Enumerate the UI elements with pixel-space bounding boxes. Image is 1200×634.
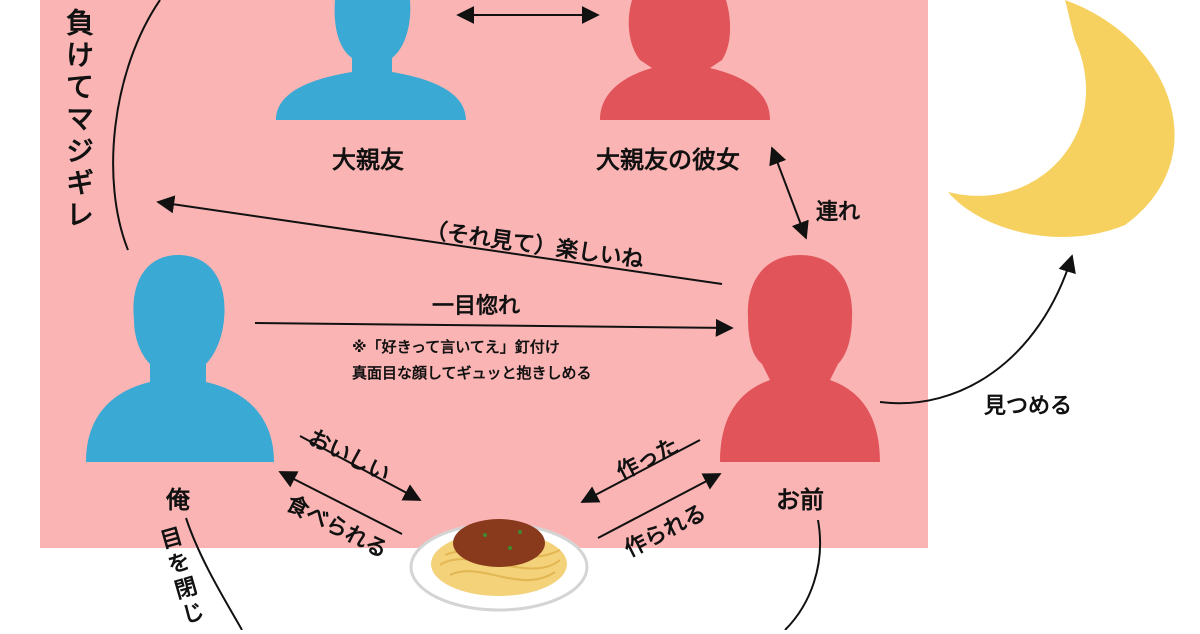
girlfriend-silhouette-icon <box>600 0 770 120</box>
best-friend-label: 大親友 <box>332 146 404 174</box>
arrow-me-pasta <box>299 435 422 501</box>
you-silhouette-icon <box>720 255 880 462</box>
note-line-2: 真面目な顔してギュッと抱きしめる <box>352 364 592 382</box>
me-label: 俺 <box>166 486 190 514</box>
curve-you-bottom <box>784 519 822 631</box>
curve-me-close-eyes <box>185 517 243 631</box>
lose-rage-label: 負けてマジギレ <box>62 8 95 232</box>
curve-you-stare-moon <box>879 254 1076 405</box>
girlfriend-label: 大親友の彼女 <box>596 146 740 174</box>
curve-me-lose-rage <box>112 0 161 251</box>
spaghetti-plate-icon <box>409 519 589 612</box>
me-silhouette-icon <box>86 255 274 462</box>
arrow-girlfriend-you <box>769 146 809 240</box>
note-line-1: ※「好きって言いてえ」釘付け <box>352 338 560 356</box>
you-label: お前 <box>776 486 824 514</box>
stare-label: 見つめる <box>984 394 1073 419</box>
best-friend-silhouette-icon <box>276 0 466 120</box>
arrow-pasta-you <box>597 473 722 539</box>
arrow-you-pasta <box>580 439 701 503</box>
arrow-pasta-me <box>278 471 403 535</box>
love-label: 一目惚れ <box>432 294 521 319</box>
arrow-me-you-love <box>254 318 734 337</box>
moon-icon <box>948 0 1175 237</box>
with-label: 連れ <box>816 200 861 225</box>
arrow-you-me-fun <box>156 195 723 285</box>
